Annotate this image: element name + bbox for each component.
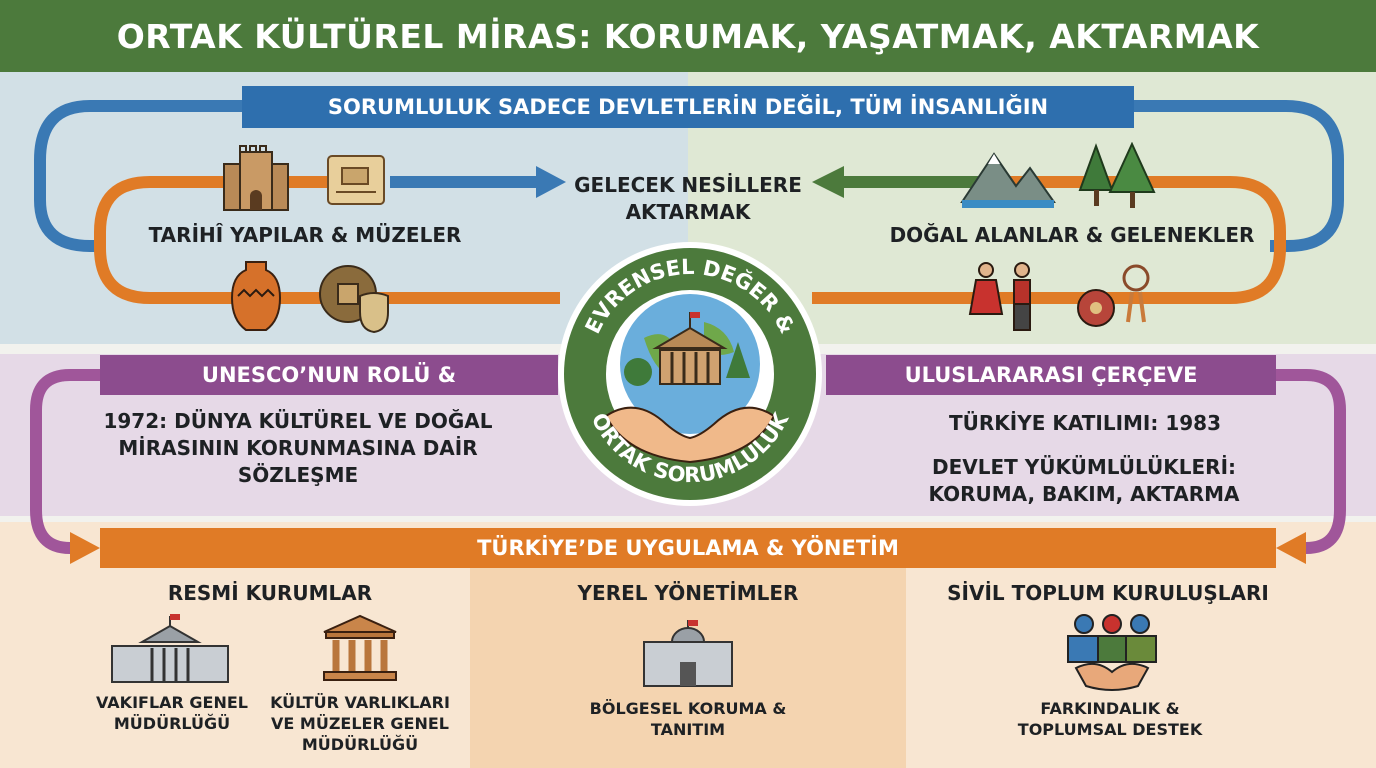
international-banner: ULUSLARARASI ÇERÇEVE <box>826 355 1276 395</box>
dreamcatcher-icon <box>1077 264 1150 327</box>
government-building-icon <box>111 614 229 683</box>
city-hall-icon <box>643 620 733 687</box>
emblem: EVRENSEL DEĞER & ORTAK SORUMLULUK <box>558 242 822 506</box>
ngo-heading: SİVİL TOPLUM KURULUŞLARI <box>947 581 1269 605</box>
state-obligations: DEVLET YÜKÜMLÜLÜKLERİ: KORUMA, BAKIM, AK… <box>928 455 1240 506</box>
outer-loop-left <box>34 100 242 252</box>
museum-icon <box>652 312 728 385</box>
foundations-directorate: VAKIFLAR GENEL MÜDÜRLÜĞÜ <box>95 693 248 733</box>
turkey-membership: TÜRKİYE KATILIMI: 1983 <box>949 411 1221 435</box>
inner-loop-left <box>94 176 560 304</box>
awareness-support: FARKINDALIK & TOPLUMSAL DESTEK <box>1017 699 1203 739</box>
mountains-icon <box>960 152 1056 208</box>
page-title: ORTAK KÜLTÜREL MİRAS: KORUMAK, YAŞATMAK,… <box>0 0 1376 72</box>
turkey-implementation-banner: TÜRKİYE’DE UYGULAMA & YÖNETİM <box>100 528 1276 568</box>
responsibility-banner: SORUMLULUK SADECE DEVLETLERİN DEĞİL, TÜM… <box>242 86 1134 128</box>
official-heading: RESMİ KURUMLAR <box>167 581 373 605</box>
mask-icon <box>359 292 389 334</box>
unesco-text: 1972: DÜNYA KÜLTÜREL VE DOĞAL MİRASININ … <box>103 409 493 487</box>
natural-label: DOĞAL ALANLAR & GELENEKLER <box>889 223 1255 247</box>
museums-directorate: KÜLTÜR VARLIKLARI VE MÜZELER GENEL MÜDÜR… <box>270 693 450 754</box>
arrow-intl-down <box>1276 369 1346 554</box>
local-heading: YEREL YÖNETİMLER <box>577 581 799 605</box>
regional-protection: BÖLGESEL KORUMA & TANITIM <box>589 699 787 739</box>
outer-loop-right <box>1134 100 1344 252</box>
trees-icon <box>1078 142 1156 208</box>
hands-icon <box>604 406 776 464</box>
arrow-unesco-down <box>30 369 100 554</box>
amphora-icon <box>230 261 282 331</box>
scroll-icon <box>327 155 385 205</box>
temple-icon <box>323 614 397 681</box>
center-top-text: GELECEK NESİLLERE AKTARMAK <box>574 173 802 224</box>
castle-icon <box>223 145 289 211</box>
heritage-label: TARİHÎ YAPILAR & MÜZELER <box>148 223 462 247</box>
inner-loop-right <box>812 176 1286 304</box>
dancers-icon <box>968 262 1031 331</box>
handshake-icon <box>1067 614 1157 691</box>
unesco-banner: UNESCO’NUN ROLÜ & <box>100 355 558 395</box>
